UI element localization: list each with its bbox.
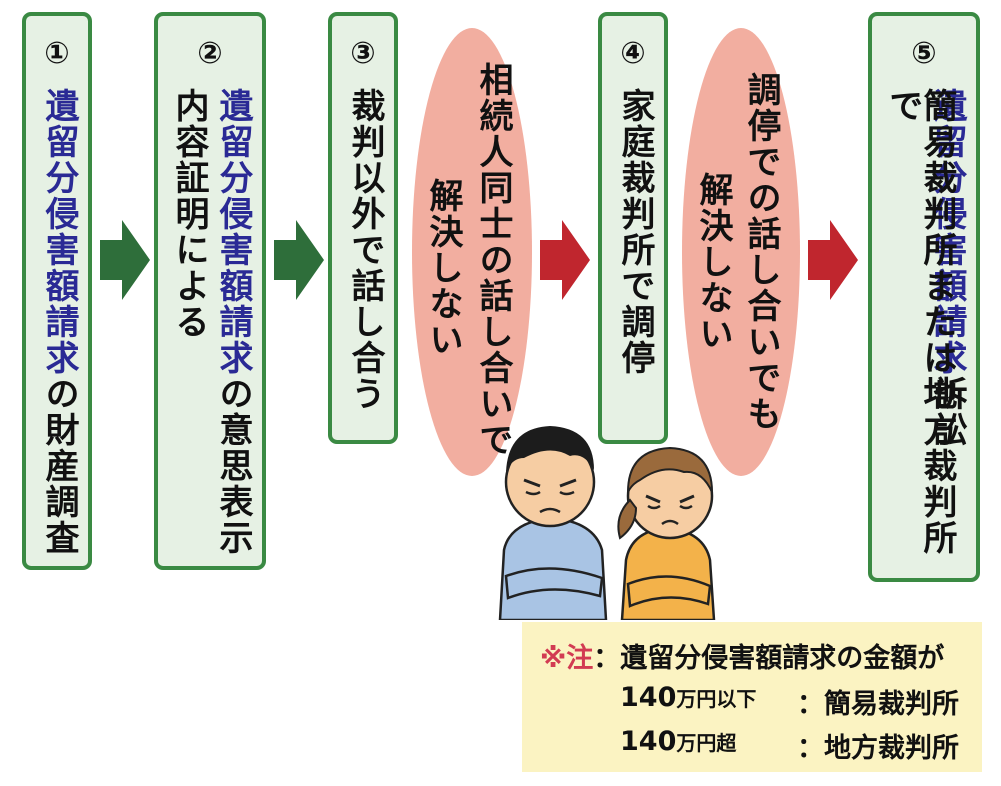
note-row-2-unit: 万円超 <box>676 731 737 755</box>
note-row-1-unit: 万円以下 <box>676 687 757 711</box>
note-row-2: 140万円超 <box>620 726 736 757</box>
note-row-1-court: ：簡易裁判所 <box>797 682 959 721</box>
bubble-1-outer: 相続人同士の話し合いで <box>473 62 513 458</box>
step-3-text: 裁判以外で話し合う <box>345 88 385 412</box>
step-5-number: ⑤ <box>911 36 937 71</box>
note-text: 遺留分侵害額請求の金額が <box>620 643 945 674</box>
step-1-text: 遺留分侵害額請求の財産調査 <box>39 88 79 556</box>
step-2-rest: の意思表示 <box>213 376 253 556</box>
step-2-highlight: 遺留分侵害額請求 <box>213 88 253 376</box>
arguing-couple-illustration <box>498 426 716 620</box>
step-2-text-line2: 内容証明による <box>169 88 209 340</box>
note-row-1-court-name: 簡易裁判所 <box>824 689 959 720</box>
step-5-highlight: 遺留分侵害額請求 <box>927 88 967 376</box>
bubble-2-inner: 解決しない <box>693 172 733 352</box>
step-1-rest: の財産調査 <box>39 376 79 556</box>
step-1-highlight: 遺留分侵害額請求 <box>39 88 79 376</box>
note-row-1-sep: ： <box>797 689 824 720</box>
woman-figure <box>617 446 716 620</box>
step-4-box: ④ 家庭裁判所で調停 <box>598 12 668 444</box>
bubble-2: 解決しない 調停での話し合いでも <box>682 28 800 476</box>
arrow-4 <box>808 220 858 300</box>
note-row-2-court-name: 地方裁判所 <box>824 733 959 764</box>
arrow-1 <box>100 220 150 300</box>
bubble-1: 解決しない 相続人同士の話し合いで <box>412 28 532 476</box>
step-5-box: ⑤ 遺留分侵害額請求訴訟 簡易裁判所または地方裁判所で <box>868 12 980 582</box>
arrow-3 <box>540 220 590 300</box>
step-5-rest: 訴訟 <box>927 376 967 448</box>
step-5-text-line2: 簡易裁判所または地方裁判所で <box>883 88 957 556</box>
note-row-1-amount: 140 <box>620 682 677 713</box>
man-figure <box>498 426 608 620</box>
arrow-2 <box>274 220 324 300</box>
note-row-2-amount: 140 <box>620 726 677 757</box>
note-header: ※注：遺留分侵害額請求の金額が <box>540 636 944 675</box>
step-4-number: ④ <box>620 36 646 71</box>
note-box: ※注：遺留分侵害額請求の金額が 140万円以下 ：簡易裁判所 140万円超 ：地… <box>522 622 982 772</box>
note-row-1: 140万円以下 <box>620 682 756 713</box>
bubble-1-inner: 解決しない <box>423 178 463 358</box>
step-1-number: ① <box>44 36 70 71</box>
note-row-2-sep: ： <box>797 733 824 764</box>
step-1-box: ① 遺留分侵害額請求の財産調査 <box>22 12 92 570</box>
note-colon: ： <box>593 643 621 674</box>
step-3-number: ③ <box>350 36 376 71</box>
step-5-text-line1: 遺留分侵害額請求訴訟 <box>927 88 967 448</box>
step-2-box: ② 遺留分侵害額請求の意思表示 内容証明による <box>154 12 266 570</box>
step-2-number: ② <box>197 36 223 71</box>
step-3-box: ③ 裁判以外で話し合う <box>328 12 398 444</box>
bubble-2-outer: 調停での話し合いでも <box>741 72 781 432</box>
step-2-text-line1: 遺留分侵害額請求の意思表示 <box>213 88 253 556</box>
step-4-text: 家庭裁判所で調停 <box>615 88 655 376</box>
note-row-2-court: ：地方裁判所 <box>797 726 959 765</box>
note-mark: ※注 <box>540 643 594 674</box>
